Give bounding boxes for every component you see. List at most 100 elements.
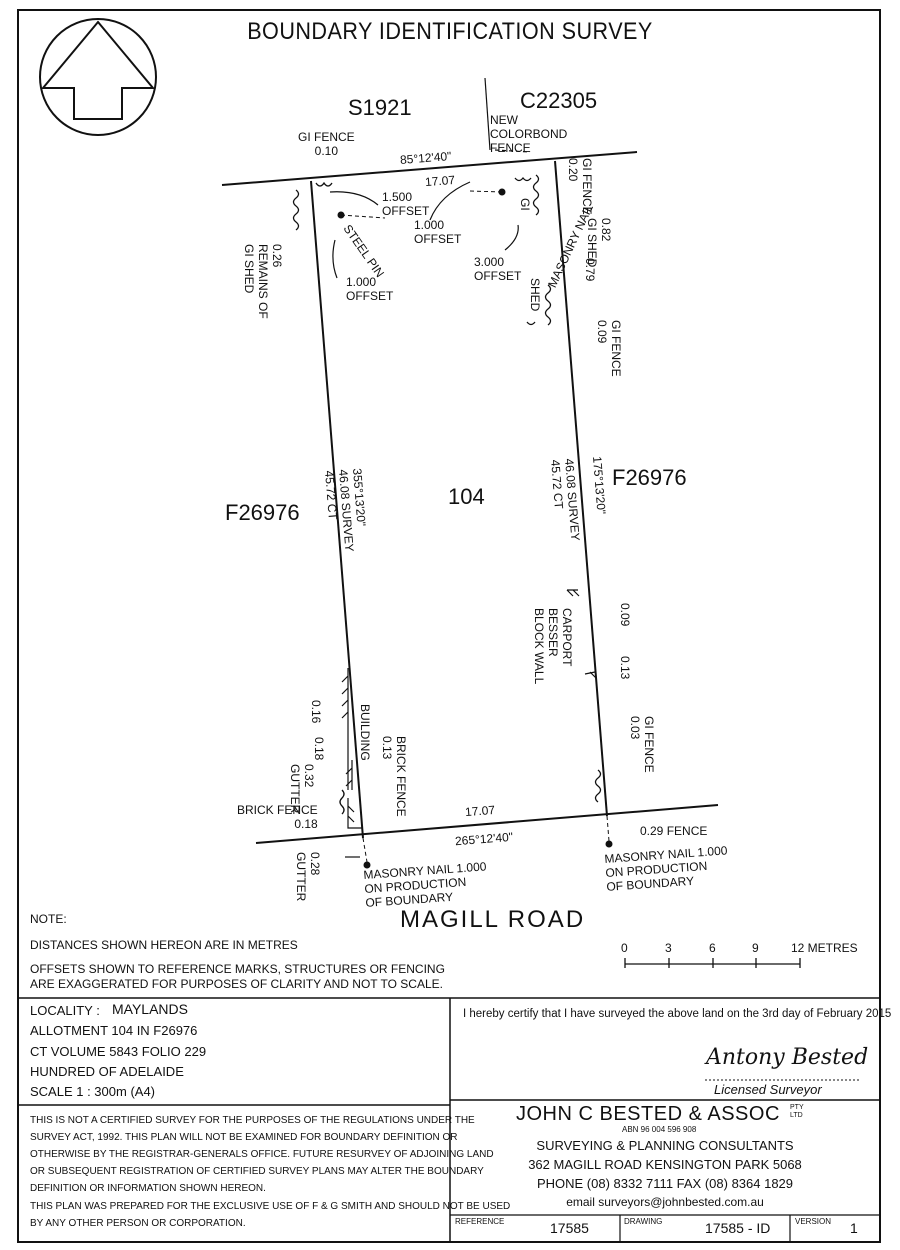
annotation-line: 1.000	[346, 275, 377, 289]
disclaimer-line: THIS PLAN WAS PREPARED FOR THE EXCLUSIVE…	[30, 1201, 511, 1212]
annotation-line: GI SHED	[242, 244, 256, 294]
scale-text: SCALE 1 : 300m (A4)	[30, 1084, 155, 1099]
annotation-line: 1.000	[414, 218, 445, 232]
company-abn: ABN 96 004 596 908	[622, 1125, 697, 1134]
company-ltd: LTD	[790, 1112, 803, 1119]
remains-gi-shed: 0.26 REMAINS OF GI SHED	[242, 244, 284, 319]
company-pty: PTY	[790, 1104, 804, 1111]
annotation-line: NEW	[490, 113, 518, 127]
annotation-line: GI FENCE	[609, 320, 623, 377]
signer-role: Licensed Surveyor	[714, 1082, 822, 1097]
annotation-line: OFFSET	[414, 232, 462, 246]
version-value: 1	[850, 1220, 858, 1236]
annotation-line: COLORBOND	[490, 127, 568, 141]
value-013: 0.13	[618, 656, 632, 680]
company-services: SURVEYING & PLANNING CONSULTANTS	[536, 1138, 794, 1153]
allotment: ALLOTMENT 104 IN F26976	[30, 1023, 198, 1038]
value-018: 0.18	[312, 737, 326, 761]
colorbond-fence-line	[484, 77, 491, 151]
annotation-line: OFFSET	[474, 269, 522, 283]
notes-line: ARE EXAGGERATED FOR PURPOSES OF CLARITY …	[30, 977, 443, 991]
company-name: JOHN C BESTED & ASSOC	[516, 1103, 780, 1125]
south-boundary	[255, 804, 719, 844]
masonry-nail-left-label: MASONRY NAIL 1.000 ON PRODUCTION OF BOUN…	[363, 859, 489, 909]
scale-tick-label: 6	[709, 941, 716, 955]
annotation-line: GI FENCE	[580, 158, 594, 215]
company-phone: PHONE (08) 8332 7111 FAX (08) 8364 1829	[536, 1176, 794, 1191]
fence-squiggles	[292, 174, 602, 815]
offset-1500: 1.500 OFFSET	[382, 190, 429, 218]
company-address: 362 MAGILL ROAD KENSINGTON PARK 5068	[528, 1157, 802, 1172]
scale-tick-label: 3	[665, 941, 672, 955]
locality-label: LOCALITY :	[30, 1003, 100, 1018]
certification-text: I hereby certify that I have surveyed th…	[463, 1008, 892, 1020]
west-boundary	[310, 180, 364, 839]
carport-label: CARPORT BESSER BLOCK WALL	[532, 608, 574, 684]
offset-3000: 3.000 OFFSET	[474, 255, 521, 283]
colorbond-fence-label: NEW COLORBOND FENCE	[490, 113, 567, 155]
sheet-border	[17, 9, 881, 1243]
fence-029: 0.29 FENCE	[640, 824, 708, 838]
hundred: HUNDRED OF ADELAIDE	[30, 1064, 184, 1079]
disclaimer-para: THIS PLAN WAS PREPARED FOR THE EXCLUSIVE…	[30, 1198, 510, 1232]
neighbour-label: F26976	[225, 500, 300, 525]
annotation-line: 3.000	[474, 255, 505, 269]
disclaimer-line: BY ANY OTHER PERSON OR CORPORATION.	[30, 1218, 246, 1229]
annotation-line: CARPORT	[560, 608, 574, 667]
disclaimer-para: THIS IS NOT A CERTIFIED SURVEY FOR THE P…	[30, 1112, 494, 1197]
masonry-nail-mark-right	[605, 840, 613, 848]
north-arrow-icon	[39, 18, 157, 136]
annotation-line: OFFSET	[346, 289, 394, 303]
reference-value: 17585	[550, 1220, 589, 1236]
masonry-nail-mark	[498, 188, 506, 196]
notes-heading: NOTE:	[30, 912, 67, 926]
north-distance: 17.07	[424, 172, 456, 190]
notes-line: DISTANCES SHOWN HEREON ARE IN METRES	[30, 938, 298, 952]
annotation-line: 0.03	[628, 716, 642, 740]
gi-fence-se: GI FENCE 0.03	[628, 716, 656, 773]
offset-line	[469, 190, 503, 193]
disclaimer-line: OTHERWISE BY THE REGISTRAR-GENERALS OFFI…	[30, 1149, 494, 1160]
drawing-label: DRAWING	[624, 1217, 663, 1226]
value-009: 0.09	[618, 603, 632, 627]
brick-fence-013: BRICK FENCE 0.13	[380, 736, 408, 817]
scale-bar	[624, 958, 801, 968]
company-suffix: PTY LTD	[790, 1104, 804, 1120]
annotation-line: BLOCK WALL	[532, 608, 546, 685]
annotation-line: BRICK FENCE	[237, 803, 318, 817]
annotation-line: 0.09	[595, 320, 609, 344]
value-079: 0.79	[583, 258, 597, 282]
scale-tick-label: 12 METRES	[791, 941, 858, 955]
building-label: BUILDING	[358, 704, 372, 761]
annotation-line: 0.28	[308, 852, 322, 876]
disclaimer-line: SURVEY ACT, 1992. THIS PLAN WILL NOT BE …	[30, 1132, 458, 1143]
annotation-line: 0.10	[314, 144, 339, 158]
notes-line: OFFSETS SHOWN TO REFERENCE MARKS, STRUCT…	[30, 962, 445, 976]
masonry-nail-right-label: MASONRY NAIL 1.000 ON PRODUCTION OF BOUN…	[604, 843, 730, 893]
annotation-line: 1.500	[382, 190, 413, 204]
neighbour-label: F26976	[612, 465, 687, 490]
offset-line	[606, 815, 610, 842]
value-016: 0.16	[309, 700, 323, 724]
company-email: email surveyors@johnbested.com.au	[566, 1195, 764, 1209]
offset-arrows	[329, 181, 519, 858]
masonry-nail-mark-left	[363, 861, 371, 869]
annotation-line: 0.18	[294, 817, 318, 831]
disclaimer-line: THIS IS NOT A CERTIFIED SURVEY FOR THE P…	[30, 1115, 475, 1126]
structure-hatching	[341, 589, 597, 829]
annotation-line: GI FENCE	[642, 716, 656, 773]
gi-fence-e: GI FENCE 0.09	[595, 320, 623, 377]
disclaimer-line: DEFINITION OR INFORMATION SHOWN HEREON.	[30, 1183, 266, 1194]
reference-label: REFERENCE	[455, 1217, 505, 1226]
annotation-line: OFFSET	[382, 204, 430, 218]
lot-number: 104	[448, 484, 485, 509]
neighbour-label: C22305	[520, 88, 598, 113]
annotation-line: GUTTER	[294, 852, 308, 902]
gutter-028: 0.28 GUTTER	[294, 852, 322, 901]
scale-tick-label: 9	[752, 941, 759, 955]
neighbour-label: S1921	[348, 95, 412, 120]
south-distance: 17.07	[464, 802, 496, 820]
annotation-line: 0.13	[380, 736, 394, 760]
annotation-line: REMAINS OF	[256, 244, 270, 319]
